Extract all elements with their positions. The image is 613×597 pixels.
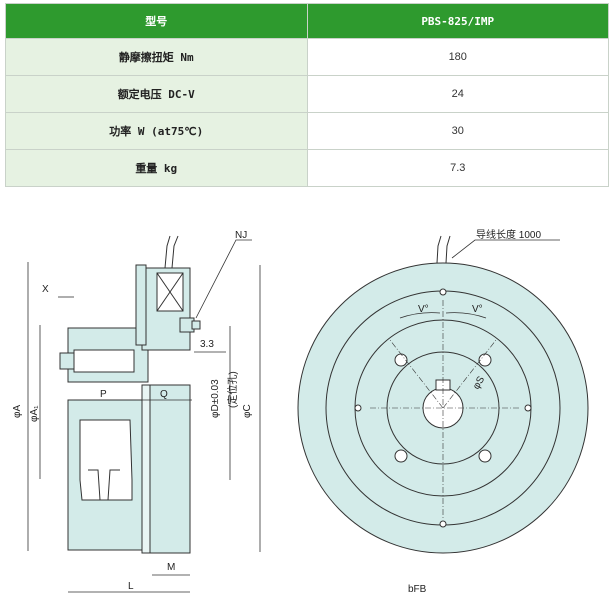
weight-label: 重量 kg [5,149,308,187]
label-p: P [100,389,107,400]
power-label: 功率 W (at75℃) [5,112,308,150]
spec-row-torque: 静摩擦扭矩 Nm 180 [5,38,609,76]
spec-row-weight: 重量 kg 7.3 [5,149,609,187]
label-phi-a: φA [12,405,23,418]
lead-leader [451,239,560,259]
lead-wire-right [171,235,179,269]
spec-row-voltage: 额定电压 DC-V 24 [5,75,609,113]
nj-nut [191,320,201,330]
flange [149,384,191,554]
small-holes [354,288,532,528]
header-model-value: PBS-825/IMP [306,3,609,39]
label-phi-c: φC [242,404,253,418]
weight-value: 7.3 [306,149,609,187]
small-hole [439,288,447,296]
label-33: 3.3 [200,339,214,350]
label-x: X [42,284,49,295]
label-lead-length: 导线长度 1000 [476,228,541,241]
housing-rib [135,264,147,346]
small-hole [354,404,362,412]
label-m: M [167,562,175,573]
bolt-hole [394,353,408,367]
pocket-detail [88,469,120,501]
set-screw [59,352,75,370]
front-lead-left [436,235,442,264]
center-lines [370,300,520,520]
spec-table: 型号 PBS-825/IMP 静摩擦扭矩 Nm 180 额定电压 DC-V 24… [5,3,609,187]
label-v2: V° [472,304,483,315]
angle-arc-2 [445,312,487,319]
terminal-cross-2 [156,272,184,312]
front-view [297,235,589,554]
bolt-hole [478,449,492,463]
side-view [59,235,201,554]
label-phi-d-note: (定位孔) [226,371,239,408]
spec-header-row: 型号 PBS-825/IMP [5,3,609,39]
label-v1: V° [418,304,429,315]
voltage-label: 额定电压 DC-V [5,75,308,113]
power-value: 30 [306,112,609,150]
small-hole [439,520,447,528]
label-code: bFB [408,584,427,595]
bolt-holes [394,353,492,463]
front-lead-right [445,235,451,264]
header-model-label: 型号 [5,3,308,39]
small-hole [524,404,532,412]
technical-drawing: NJ X 3.3 P Q φA φA₁ φD±0.03 (定位孔) φC M L [12,228,589,595]
label-phi-a1: φA₁ [29,405,40,422]
hub-bore [73,349,135,373]
side-dimensions [27,239,261,593]
nj-leader [195,239,252,319]
torque-value: 180 [306,38,609,76]
label-nj: NJ [235,230,247,241]
torque-label: 静摩擦扭矩 Nm [5,38,308,76]
label-phi-d: φD±0.03 [210,379,221,418]
angle-line-2 [442,339,497,409]
label-q: Q [160,389,168,400]
angle-arc-1 [399,312,441,319]
angle-line-1 [389,339,444,409]
voltage-value: 24 [306,75,609,113]
bolt-hole [478,353,492,367]
lower-pocket [79,419,133,501]
label-l: L [128,581,134,592]
spec-row-power: 功率 W (at75℃) 30 [5,112,609,150]
lead-wire-left [164,235,171,269]
flange-gap [141,384,151,554]
bolt-hole [394,449,408,463]
